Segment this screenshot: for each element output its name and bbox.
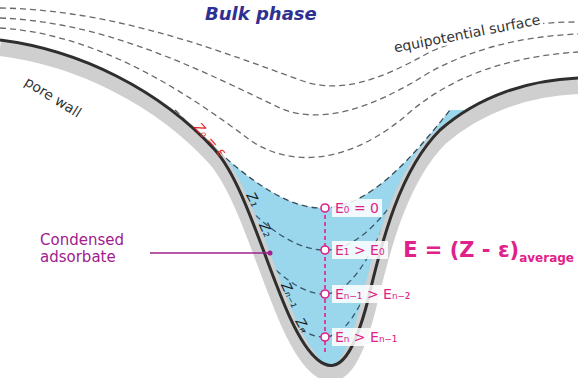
formula-subscript: average bbox=[519, 251, 574, 265]
pore-wall bbox=[0, 40, 578, 373]
surface-label: equipotential surface bbox=[390, 11, 543, 56]
energy-label: E₁ > E₀ bbox=[332, 241, 388, 259]
leader-line bbox=[150, 251, 273, 256]
formula-text: E = (Z - ε) bbox=[403, 238, 519, 262]
energy-axis bbox=[321, 204, 329, 352]
energy-label: Eₙ₋₁ > Eₙ₋₂ bbox=[332, 285, 413, 303]
energy-formula: E = (Z - ε)average bbox=[403, 238, 574, 266]
equipotential-lines bbox=[0, 8, 578, 337]
energy-label: E₀ = 0 bbox=[332, 199, 382, 217]
wall-label: pore wall bbox=[22, 73, 85, 120]
adsorbate-label: Condensed adsorbate bbox=[40, 232, 148, 267]
energy-label: Eₙ > Eₙ₋₁ bbox=[332, 328, 400, 346]
region-label: Bulk phase bbox=[205, 4, 317, 25]
